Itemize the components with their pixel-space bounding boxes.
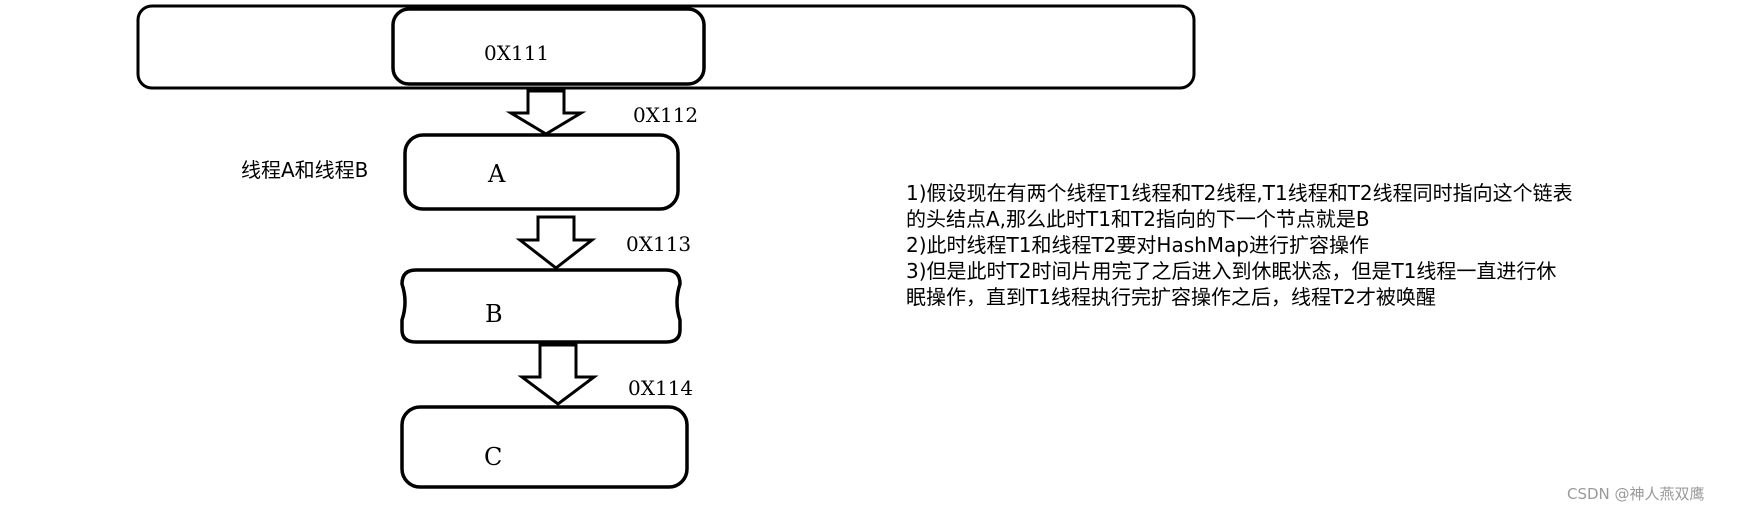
down-arrow-icon [515,215,597,270]
description-line: 的头结点A,那么此时T1和T2指向的下一个节点就是B [906,207,1370,231]
node-label: C [484,443,502,471]
threads-label: 线程A和线程B [241,158,369,182]
node-c [400,405,689,489]
description-line: 1)假设现在有两个线程T1线程和T2线程,T1线程和T2线程同时指向这个链表 [906,181,1573,205]
arrow-address: 0X112 [633,103,698,127]
node-a [403,133,680,211]
node-b [400,268,682,344]
array-slot [391,7,706,86]
arrow-address: 0X114 [628,376,693,400]
down-arrow-icon [505,89,587,136]
watermark: CSDN @神人燕双鹰 [1567,485,1705,503]
description-line: 眠操作，直到T1线程执行完扩容操作之后，线程T2才被唤醒 [906,285,1436,309]
description-line: 3)但是此时T2时间片用完了之后进入到休眠状态，但是T1线程一直进行休 [906,259,1557,283]
slot-address: 0X111 [484,41,549,65]
node-label: A [487,160,506,188]
node-label: B [485,300,503,328]
description-line: 2)此时线程T1和线程T2要对HashMap进行扩容操作 [906,233,1370,257]
arrow-address: 0X113 [626,232,691,256]
description-text: 1)假设现在有两个线程T1线程和T2线程,T1线程和T2线程同时指向这个链表 的… [906,180,1726,310]
down-arrow-icon [517,343,599,406]
